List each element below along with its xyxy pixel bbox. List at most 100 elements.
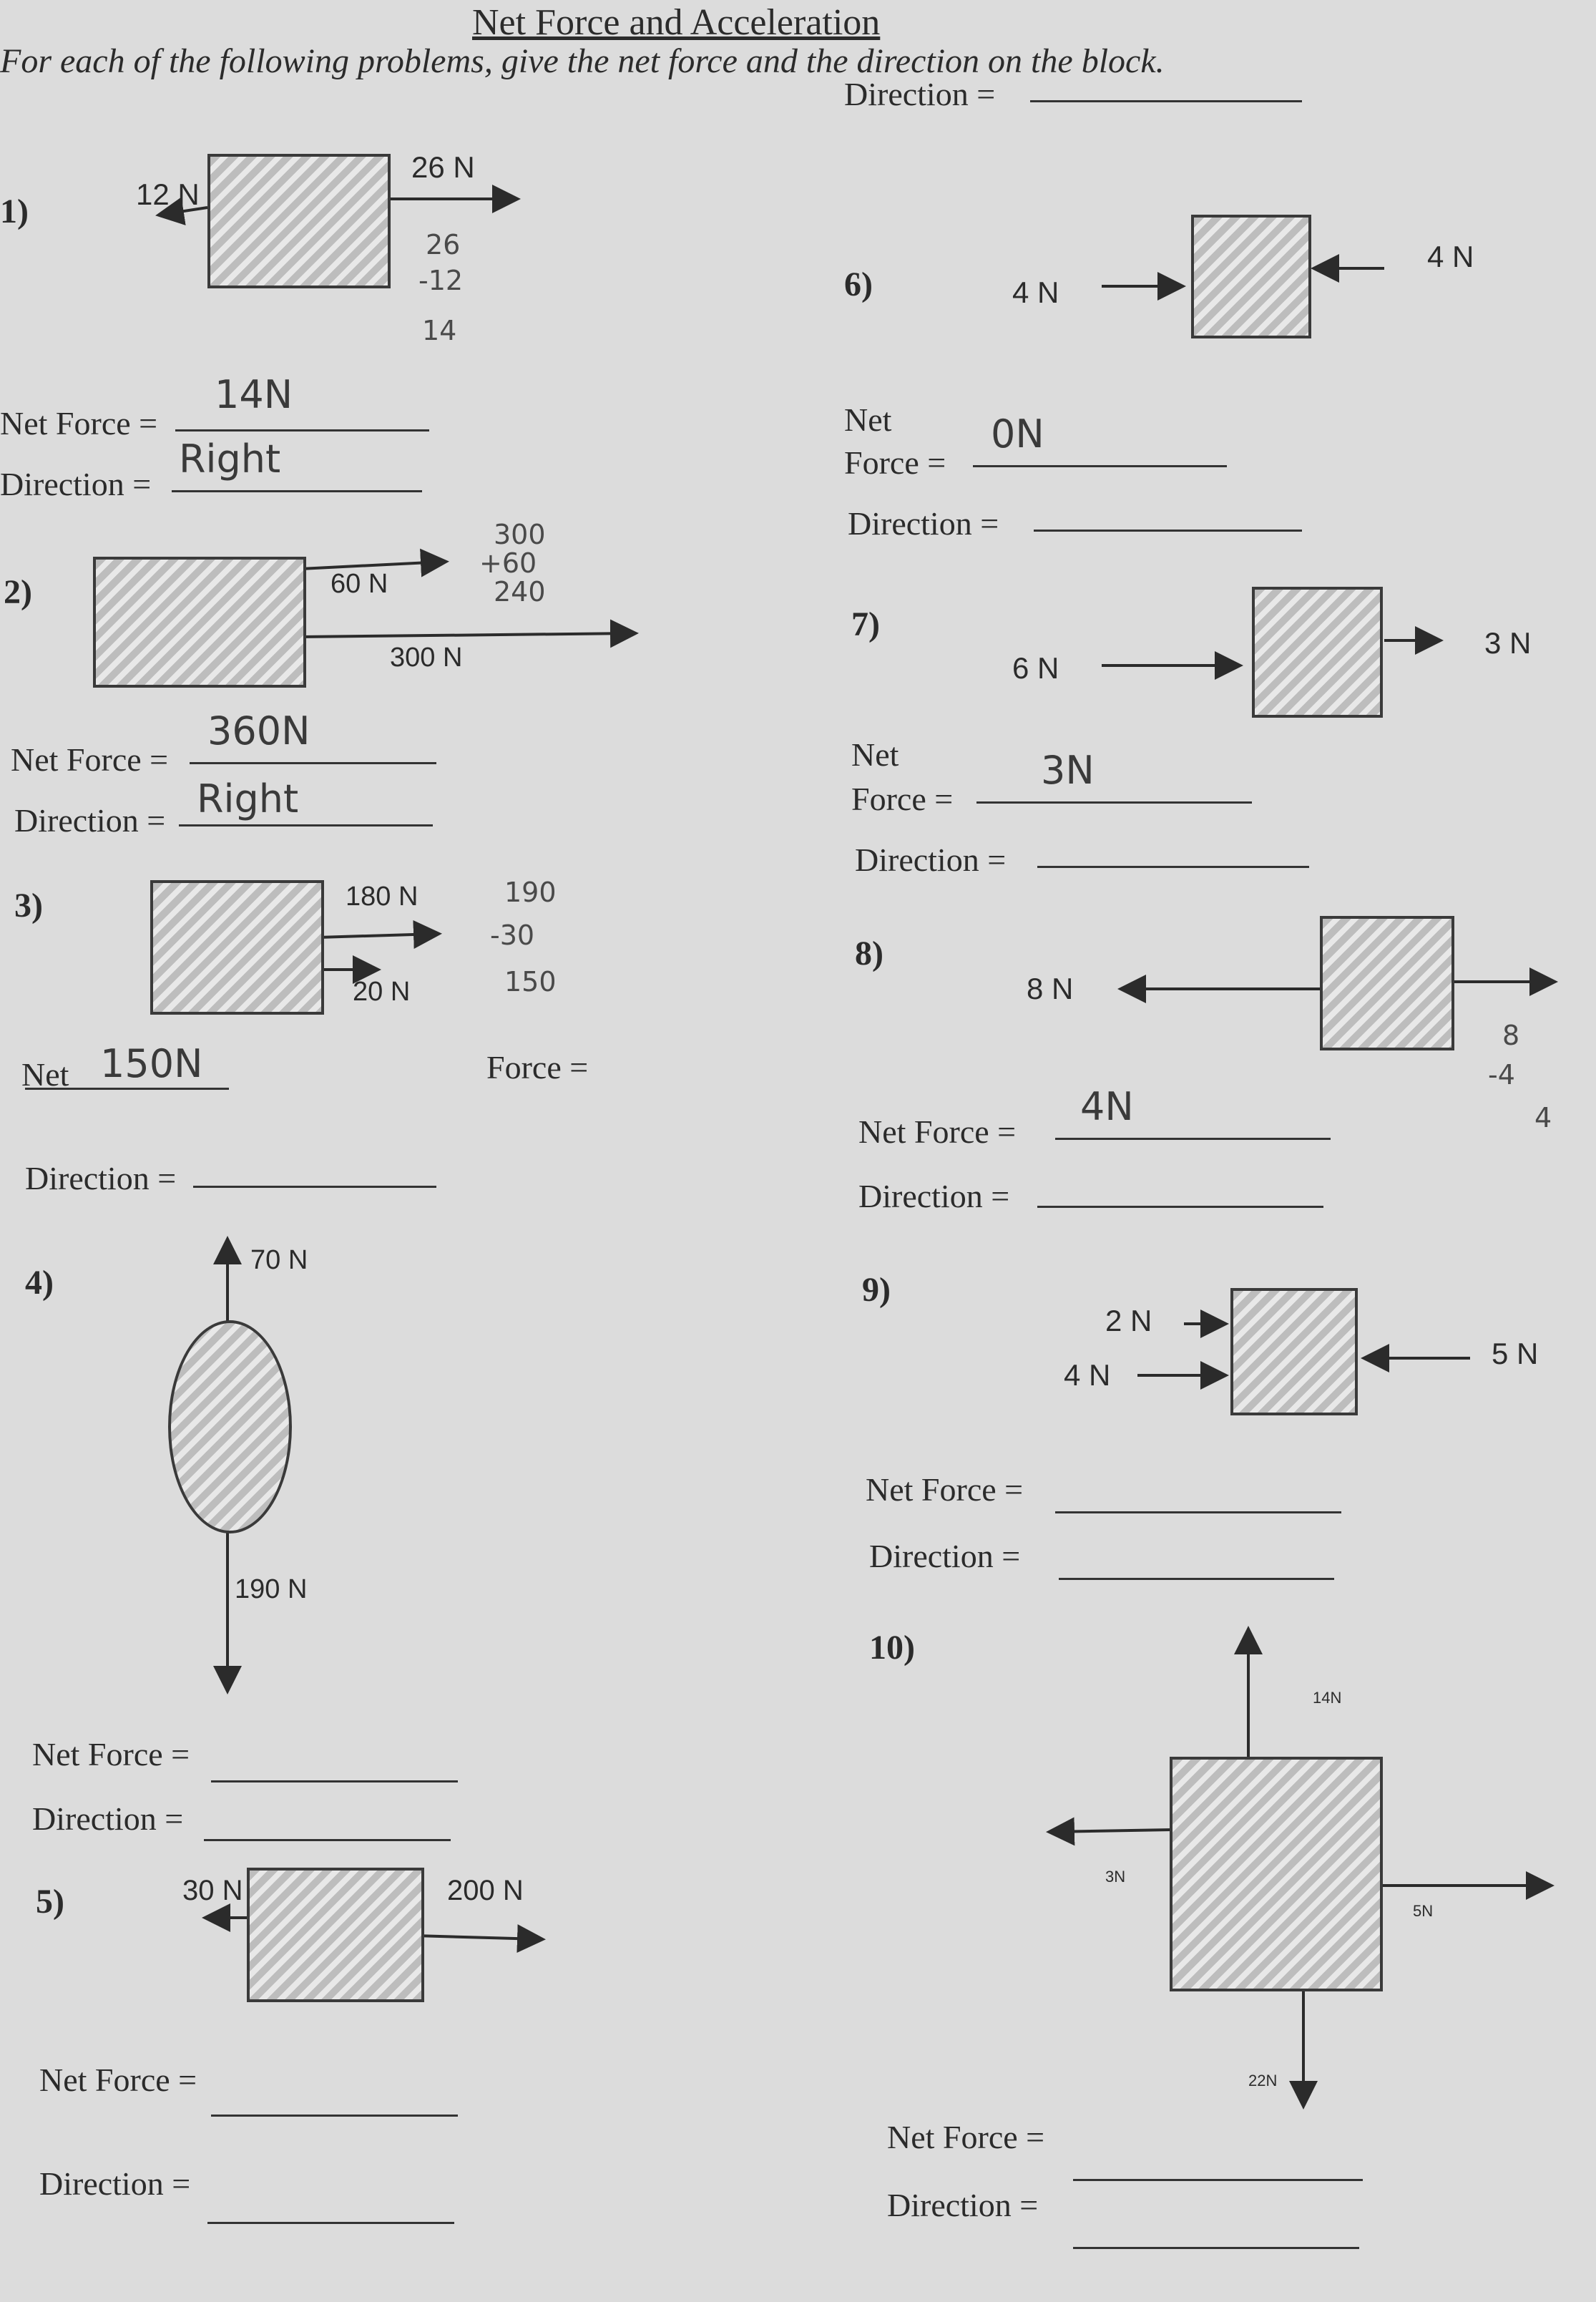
p9-net-force-label: Net Force =: [866, 1471, 1024, 1508]
block: [207, 154, 391, 288]
p10-direction-label: Direction =: [887, 2187, 1039, 2223]
p10-left-force: 3N: [1105, 1868, 1126, 1886]
p6-direction-label: Direction =: [848, 505, 999, 542]
p6-answer-force: 0N: [991, 411, 1044, 457]
p10-bottom-force: 22N: [1248, 2072, 1278, 2089]
p3-net-label: Net: [21, 1056, 69, 1093]
p4-net-force-label: Net Force =: [32, 1736, 190, 1772]
p10-net-force-label: Net Force =: [887, 2119, 1045, 2155]
p2-direction-label: Direction =: [14, 802, 166, 839]
p8-direction-label: Direction =: [858, 1178, 1010, 1214]
p1-work-line2: -12: [418, 265, 464, 296]
p2-work-line3: 240: [494, 576, 546, 608]
p1-work-line3: 14: [422, 315, 457, 346]
p3-force-label: Force =: [486, 1049, 589, 1086]
p10-right-force: 5N: [1413, 1902, 1434, 1920]
p1-direction-label: Direction =: [0, 466, 152, 502]
p4-top-force: 70 N: [250, 1245, 308, 1275]
answer-line[interactable]: [211, 1780, 458, 1782]
p8-work-line1: 8: [1502, 1020, 1520, 1051]
p3-work-line2: -30: [490, 920, 535, 951]
p3-work-line3: 150: [504, 966, 557, 998]
p9-force-a: 2 N: [1105, 1304, 1152, 1337]
p3-direction-label: Direction =: [25, 1160, 177, 1196]
answer-line[interactable]: [190, 762, 436, 764]
answer-line[interactable]: [1055, 1138, 1331, 1140]
answer-line[interactable]: [179, 824, 433, 826]
answer-line[interactable]: [172, 490, 422, 492]
answer-line[interactable]: [976, 801, 1252, 804]
answer-line[interactable]: [1034, 530, 1302, 532]
ellipse-block: [168, 1320, 292, 1533]
p3-force-b: 20 N: [353, 977, 411, 1007]
p8-net-force-label: Net Force =: [858, 1113, 1017, 1150]
problem-9-number: 9): [862, 1271, 891, 1309]
p6-force-label: Force =: [844, 444, 946, 481]
problem-3-number: 3): [14, 887, 43, 925]
p1-answer-direction: Right: [179, 436, 281, 482]
problem-2-number: 2): [4, 573, 32, 611]
answer-line[interactable]: [1037, 866, 1309, 868]
p7-left-force: 6 N: [1012, 651, 1059, 685]
p5-direction-label: Direction =: [39, 2165, 191, 2202]
problem-7-number: 7): [851, 605, 880, 643]
problem-4-number: 4): [25, 1264, 54, 1302]
p2-work-line2: +60: [479, 547, 537, 579]
answer-line[interactable]: [211, 2115, 458, 2117]
p9-force-b: 4 N: [1064, 1358, 1111, 1392]
p2-force-b: 300 N: [390, 643, 463, 673]
p1-right-force: 26 N: [411, 150, 475, 184]
problem-1-number: 1): [0, 192, 29, 230]
p4-direction-label: Direction =: [32, 1800, 184, 1837]
p6-top-direction-label: Direction =: [844, 76, 996, 112]
problem-6-number: 6): [844, 265, 873, 303]
answer-line[interactable]: [1055, 1511, 1341, 1513]
answer-line[interactable]: [204, 1839, 451, 1841]
p6-left-force: 4 N: [1012, 275, 1059, 309]
block: [1320, 916, 1454, 1050]
p3-force-a: 180 N: [346, 882, 418, 912]
p2-force-a: 60 N: [331, 569, 388, 599]
p2-work-line1: 300: [494, 519, 546, 550]
problem-5-number: 5): [36, 1883, 64, 1921]
answer-line[interactable]: [1030, 100, 1302, 102]
p2-answer-force: 360N: [207, 708, 310, 753]
block: [1230, 1288, 1358, 1415]
p7-answer-force: 3N: [1041, 748, 1095, 793]
p7-force-label: Force =: [851, 781, 954, 817]
p3-answer-force: 150N: [100, 1041, 203, 1086]
p5-left-force: 30 N: [182, 1875, 243, 1906]
block: [1170, 1757, 1383, 1991]
block: [247, 1868, 424, 2002]
p8-left-force: 8 N: [1027, 972, 1074, 1005]
p1-answer-force: 14N: [215, 372, 293, 417]
answer-line[interactable]: [1073, 2179, 1363, 2181]
answer-line[interactable]: [1037, 1206, 1323, 1208]
problem-8-number: 8): [855, 935, 883, 972]
block: [1191, 215, 1311, 338]
instructions: For each of the following problems, give…: [0, 42, 1165, 80]
p4-bottom-force: 190 N: [235, 1574, 308, 1604]
p7-net-label: Net: [851, 736, 899, 773]
answer-line[interactable]: [207, 2222, 454, 2224]
p6-right-force: 4 N: [1427, 240, 1474, 273]
p5-net-force-label: Net Force =: [39, 2062, 197, 2098]
p6-net-label: Net: [844, 401, 892, 438]
p2-answer-direction: Right: [197, 776, 299, 821]
page-title: Net Force and Acceleration: [472, 2, 881, 43]
answer-line[interactable]: [175, 429, 429, 431]
answer-line[interactable]: [193, 1186, 436, 1188]
p8-answer-force: 4N: [1080, 1084, 1134, 1129]
answer-line[interactable]: [1073, 2247, 1359, 2249]
answer-line[interactable]: [25, 1088, 229, 1090]
block: [1252, 587, 1383, 718]
p9-force-c: 5 N: [1492, 1337, 1539, 1370]
answer-line[interactable]: [1059, 1578, 1334, 1580]
p5-right-force: 200 N: [447, 1875, 524, 1906]
p1-left-force: 12 N: [136, 177, 200, 211]
p8-work-line2: -4: [1488, 1059, 1515, 1091]
p1-work-line1: 26: [426, 229, 461, 260]
answer-line[interactable]: [973, 465, 1227, 467]
p7-right-force: 3 N: [1484, 626, 1532, 660]
